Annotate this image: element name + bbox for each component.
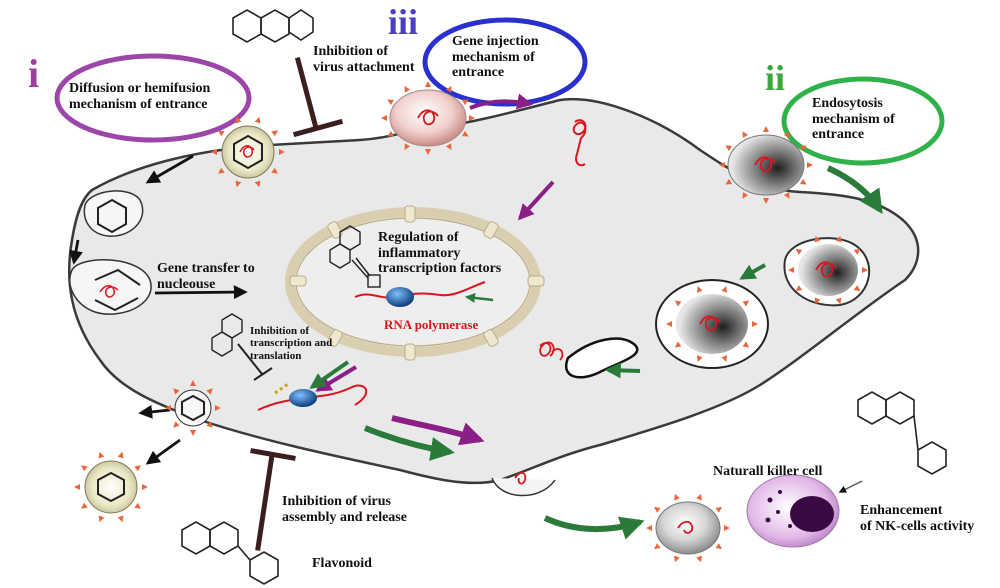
virus-diffusion-entering	[221, 125, 275, 179]
ellipse-iii	[422, 17, 588, 107]
roman-numeral-i: i	[28, 51, 40, 96]
purple-arrows	[315, 93, 555, 446]
nuclear-pores	[289, 205, 545, 361]
mrna-strand-cytoplasm	[257, 384, 368, 411]
inhibit-regulation-bar	[355, 257, 371, 277]
virus-endosome-forming	[783, 237, 871, 307]
virus-spikes	[646, 493, 730, 563]
virus-gene-injection	[389, 89, 467, 147]
virus-spikes	[719, 126, 813, 204]
flavonoid-structure-bottom	[181, 521, 279, 585]
label-gene-injection-mechanism: Gene injection mechanism of entrance	[452, 34, 539, 81]
ellipse-ii	[781, 76, 945, 166]
arrow-nk-enhance	[838, 480, 863, 493]
injected-genome	[572, 119, 587, 167]
virus-endosytosis-binding	[727, 134, 805, 196]
mrna-strand-nucleus	[354, 281, 486, 299]
label-regulation-transcription: Regulation of inflammatory transcription…	[378, 230, 502, 277]
label-diffusion-mechanism: Diffusion or hemifusion mechanism of ent…	[69, 81, 211, 112]
flavonoid-structure-right	[857, 391, 947, 475]
label-gene-transfer: Gene transfer to nucleouse	[157, 261, 255, 292]
label-endosytosis-mechanism: Endosytosis mechanism of entrance	[812, 96, 895, 143]
roman-numeral-iii: iii	[388, 2, 419, 42]
label-inhibition-transcription: Inhibition of transcription and translat…	[250, 325, 333, 362]
inhibit-assembly-bar	[250, 448, 296, 551]
label-nk-enhancement: Enhancement of NK-cells activity	[860, 503, 975, 534]
label-flavonoid: Flavonoid	[312, 556, 372, 571]
flavonoid-structure-top	[232, 9, 314, 43]
label-inhibition-assembly: Inhibition of virus assembly and release	[282, 494, 407, 525]
inhibit-attachment-bar	[292, 56, 344, 138]
black-arrows	[69, 154, 248, 465]
virus-released-right	[655, 501, 721, 555]
inhibit-transcription-bar	[237, 343, 273, 381]
green-arrows	[309, 165, 883, 540]
rna-polymerase-cytoplasm	[289, 389, 317, 407]
virus-spikes	[666, 285, 758, 363]
ellipse-i	[54, 53, 252, 143]
virus-uncoating	[69, 259, 152, 315]
rna-polymerase-nucleus	[386, 287, 414, 307]
virus-spikes	[211, 116, 285, 188]
roman-numeral-ii: ii	[765, 58, 786, 98]
virus-assembled-cytoplasm	[174, 389, 212, 427]
virus-budding	[491, 472, 556, 497]
label-rna-polymerase: RNA polymerase	[384, 317, 479, 332]
virus-endosome	[655, 279, 769, 369]
virus-membrane-fused	[83, 190, 144, 237]
virus-released-left	[84, 460, 138, 514]
flavonoid-structure-transcription	[211, 313, 243, 357]
natural-killer-cell	[746, 474, 840, 548]
flavonoid-structure-nucleus	[329, 225, 381, 288]
label-inhibition-attachment: Inhibition of virus attachment	[313, 44, 415, 75]
virus-spikes	[788, 235, 868, 305]
endosome-release	[539, 337, 639, 379]
virus-spikes	[165, 380, 221, 436]
label-nk-cell: Naturall killer cell	[713, 464, 823, 479]
virus-spikes	[381, 81, 475, 155]
virus-spikes	[74, 451, 148, 523]
